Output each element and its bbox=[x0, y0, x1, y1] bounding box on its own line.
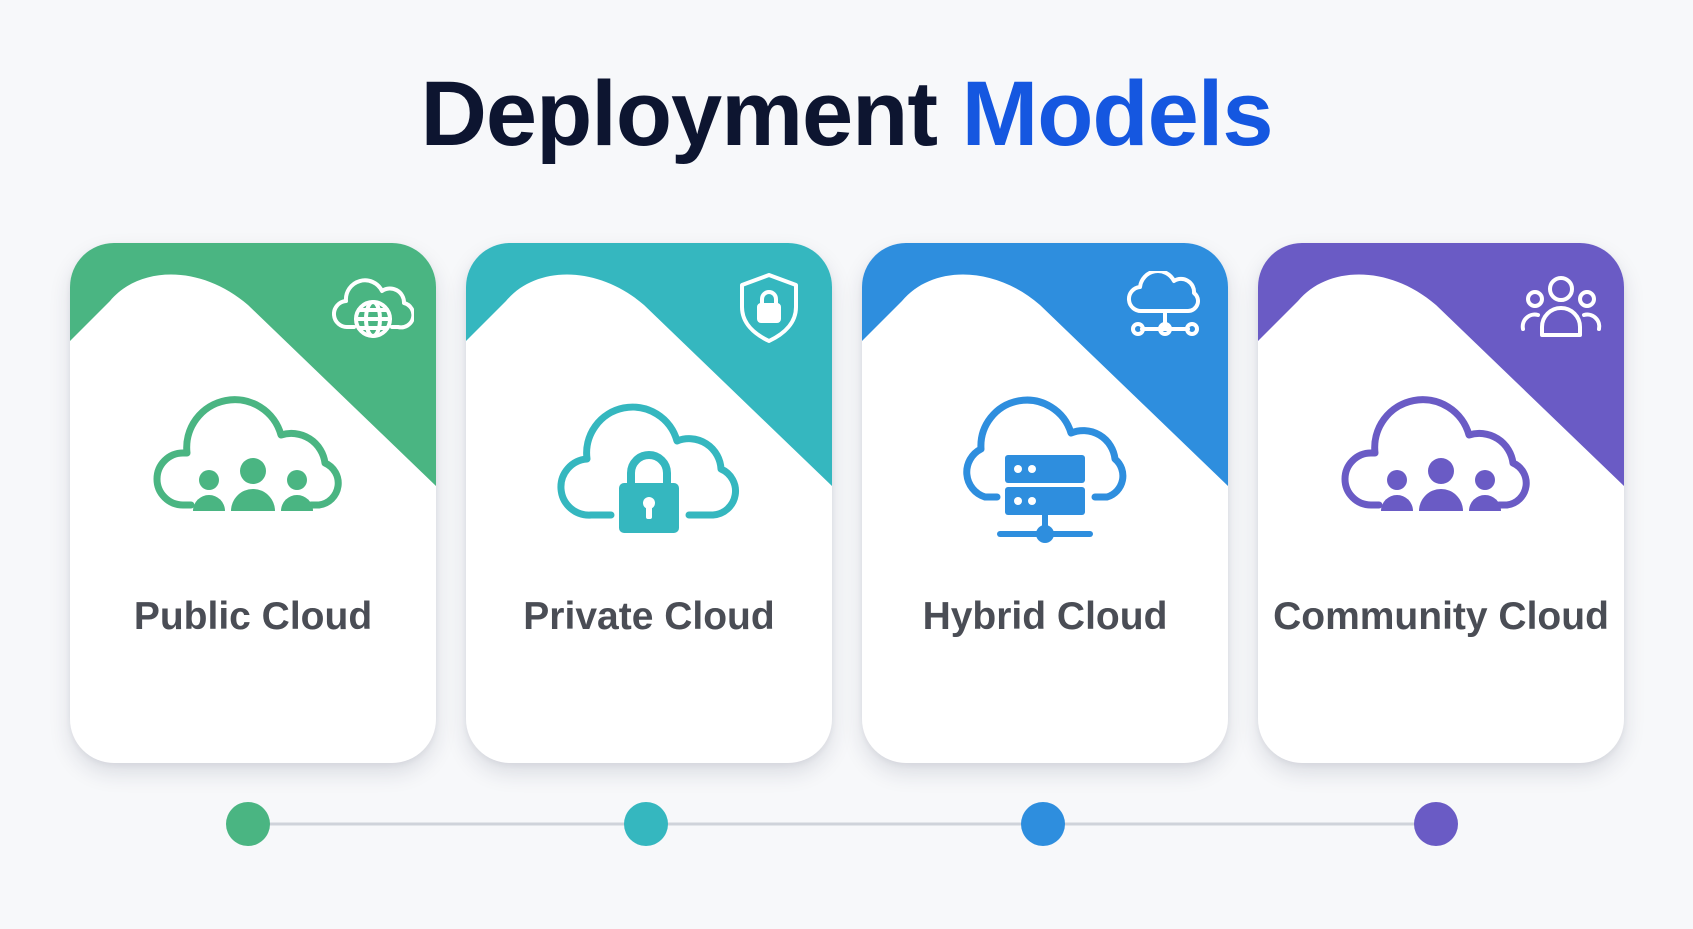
card-label: Private Cloud bbox=[523, 595, 775, 638]
card-community-cloud: Community Cloud bbox=[1258, 243, 1624, 763]
card-label: Community Cloud bbox=[1273, 595, 1609, 638]
shield-lock-icon bbox=[740, 273, 798, 343]
timeline-dot-community bbox=[1414, 802, 1458, 846]
page-title: Deployment Models bbox=[0, 62, 1693, 168]
timeline-dot-hybrid bbox=[1021, 802, 1065, 846]
card-private-cloud: Private Cloud bbox=[466, 243, 832, 763]
cloud-network-icon bbox=[1127, 271, 1200, 336]
title-accent: Models bbox=[961, 63, 1274, 165]
card-label: Hybrid Cloud bbox=[922, 595, 1168, 638]
card-hybrid-cloud: Hybrid Cloud bbox=[862, 243, 1228, 763]
cloud-community-icon bbox=[1341, 396, 1530, 511]
users-group-icon bbox=[1520, 276, 1602, 337]
cloud-lock-icon bbox=[557, 403, 740, 533]
timeline-dot-private bbox=[624, 802, 668, 846]
globe-cloud-icon bbox=[332, 278, 414, 338]
cloud-users-icon bbox=[153, 396, 342, 511]
card-public-cloud: Public Cloud bbox=[70, 243, 436, 763]
cloud-server-icon bbox=[963, 396, 1127, 543]
card-banner bbox=[862, 243, 1228, 486]
timeline-dot-public bbox=[226, 802, 270, 846]
card-banner bbox=[70, 243, 436, 486]
card-label: Public Cloud bbox=[133, 595, 373, 638]
title-primary: Deployment bbox=[420, 63, 938, 165]
